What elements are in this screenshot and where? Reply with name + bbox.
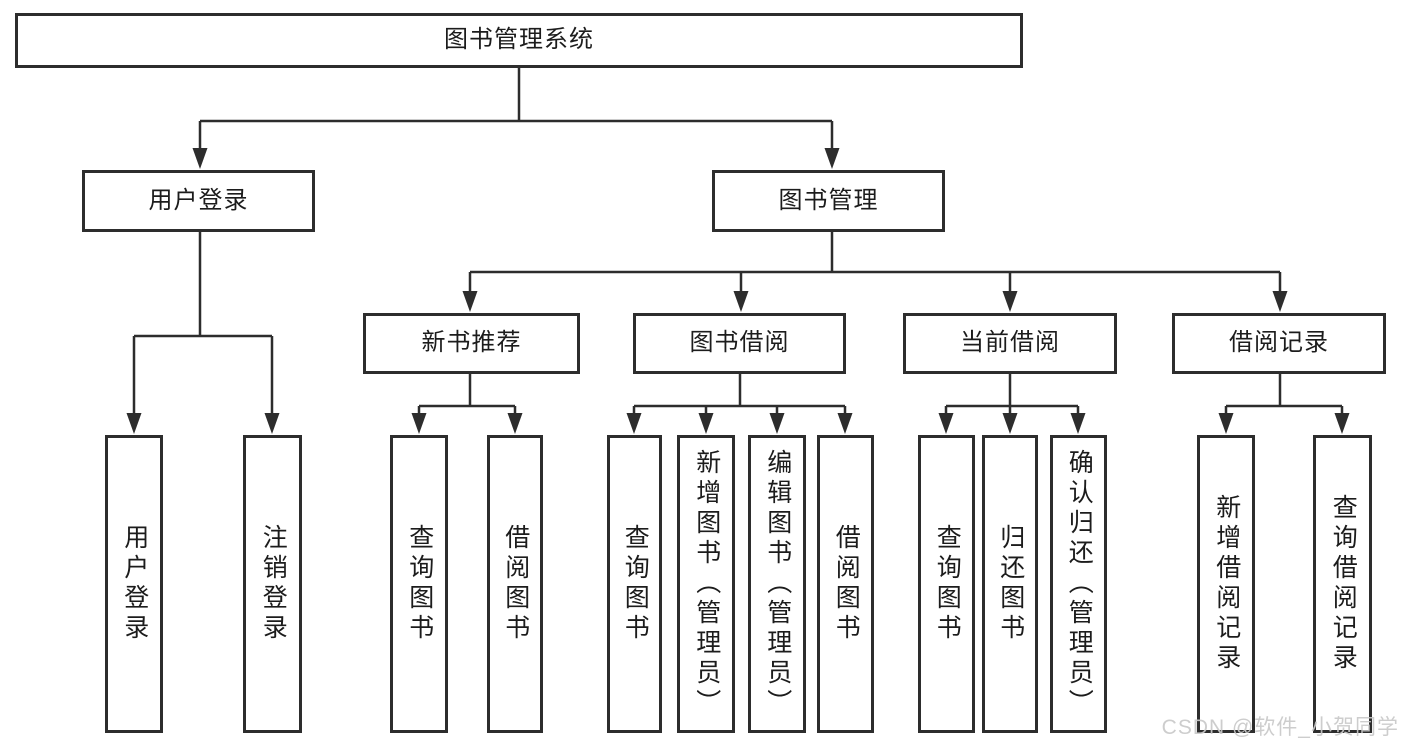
leaf-current-query-books: 查询图书 xyxy=(918,435,975,733)
leaf-borrow-books: 借阅图书 xyxy=(817,435,874,733)
node-new-book-recommendation: 新书推荐 xyxy=(363,313,580,374)
node-book-management: 图书管理 xyxy=(712,170,945,232)
leaf-return-books: 归还图书 xyxy=(982,435,1038,733)
leaf-recommendation-borrow-books: 借阅图书 xyxy=(487,435,543,733)
node-library-management-system: 图书管理系统 xyxy=(15,13,1023,68)
leaf-recommendation-query-books: 查询图书 xyxy=(390,435,448,733)
leaf-confirm-return-admin: 确认归还（管理员） xyxy=(1050,435,1107,733)
node-borrowing-records: 借阅记录 xyxy=(1172,313,1386,374)
leaf-user-login: 用户登录 xyxy=(105,435,163,733)
leaf-add-borrow-record: 新增借阅记录 xyxy=(1197,435,1255,733)
leaf-edit-books-admin: 编辑图书（管理员） xyxy=(748,435,806,733)
leaf-query-borrow-record: 查询借阅记录 xyxy=(1313,435,1372,733)
leaf-add-books-admin: 新增图书（管理员） xyxy=(677,435,735,733)
node-book-borrowing: 图书借阅 xyxy=(633,313,846,374)
leaf-logout: 注销登录 xyxy=(243,435,302,733)
node-current-borrowing: 当前借阅 xyxy=(903,313,1117,374)
leaf-borrowing-query-books: 查询图书 xyxy=(607,435,662,733)
node-user-login: 用户登录 xyxy=(82,170,315,232)
csdn-watermark: CSDN @软件_小贺同学 xyxy=(1161,716,1399,739)
